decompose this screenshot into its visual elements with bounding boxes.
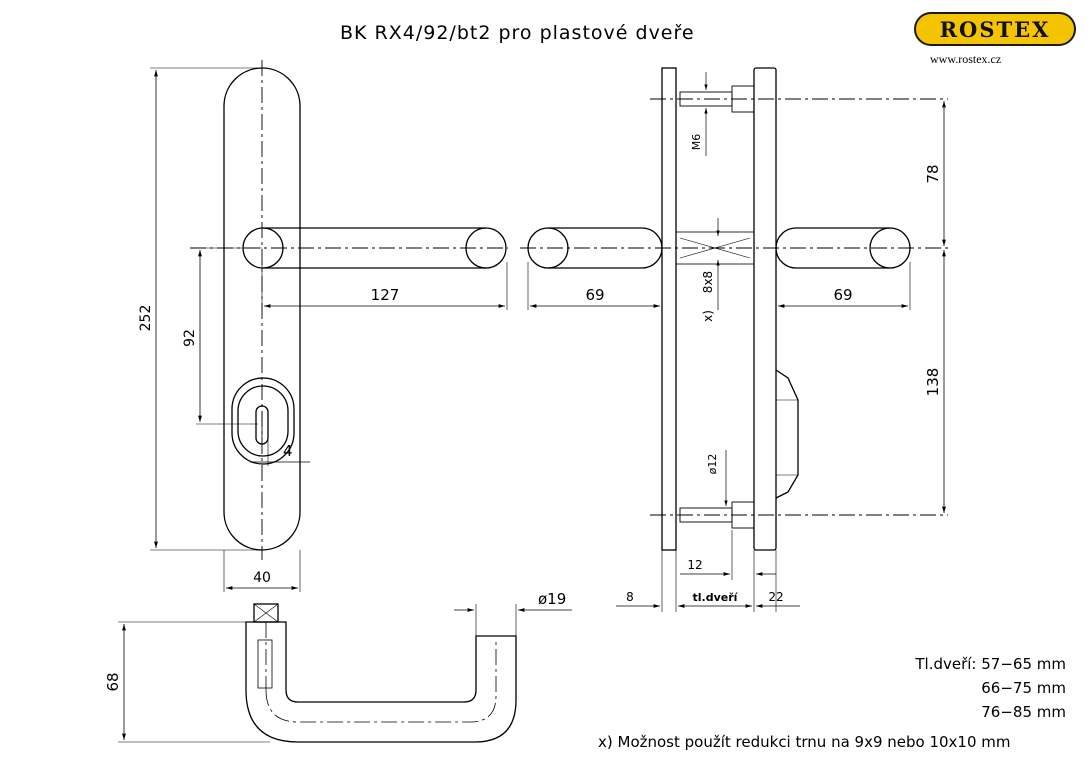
dim-22-label: 22	[768, 590, 783, 604]
m6-label: M6	[690, 134, 703, 151]
dim-68-label: 68	[104, 672, 122, 691]
dim-92-label: 92	[182, 329, 198, 347]
range-1: 57−65 mm	[981, 655, 1066, 673]
rostex-logo[interactable]: ROSTEX	[914, 12, 1076, 46]
door-plate-inner-side	[753, 67, 777, 551]
door-plate-outer-side	[661, 67, 677, 551]
dim-69-left-label: 69	[585, 286, 604, 304]
range-2: 66−75 mm	[981, 679, 1066, 697]
dia-12-label: ø12	[706, 454, 719, 475]
spindle-square	[253, 603, 279, 623]
drawing-title: BK RX4/92/bt2 pro plastové dveře	[340, 22, 695, 44]
dim-4-label: 4	[283, 442, 293, 460]
square-note-marker: x)	[701, 310, 715, 322]
website-url[interactable]: www.rostex.cz	[930, 52, 1002, 66]
dia-19-label: ø19	[538, 590, 566, 608]
lever-end-arc-left	[262, 227, 284, 269]
door-thickness-notes: Tl.dveří: 57−65 mm 66−75 mm 76−85 mm	[915, 652, 1066, 724]
cylinder-keyhole	[255, 405, 269, 445]
notes-label: Tl.dveří:	[915, 655, 977, 673]
logo-text: ROSTEX	[939, 16, 1051, 42]
cylinder-side-protrusion	[775, 369, 799, 499]
dim-138-label: 138	[924, 368, 942, 397]
range-3: 76−85 mm	[981, 703, 1066, 721]
square-8x8-label: 8x8	[701, 271, 715, 293]
dim-8-label: 8	[626, 590, 634, 604]
door-thickness-label: tl.dveří	[693, 591, 739, 604]
footnote: x) Možnost použít redukci trnu na 9x9 ne…	[598, 733, 1011, 751]
cylinder-rosette-outer	[231, 377, 295, 465]
dim-127-label: 127	[371, 286, 400, 304]
dim-78-label: 78	[924, 164, 942, 183]
dim-252-label: 252	[138, 305, 154, 332]
dim-69-right-label: 69	[833, 286, 852, 304]
dim-12-label: 12	[687, 558, 702, 572]
lever-top-view	[245, 621, 517, 743]
dim-40-label: 40	[253, 570, 271, 586]
lever-end-arc-right	[465, 227, 487, 269]
cylinder-rosette-inner	[237, 385, 289, 457]
